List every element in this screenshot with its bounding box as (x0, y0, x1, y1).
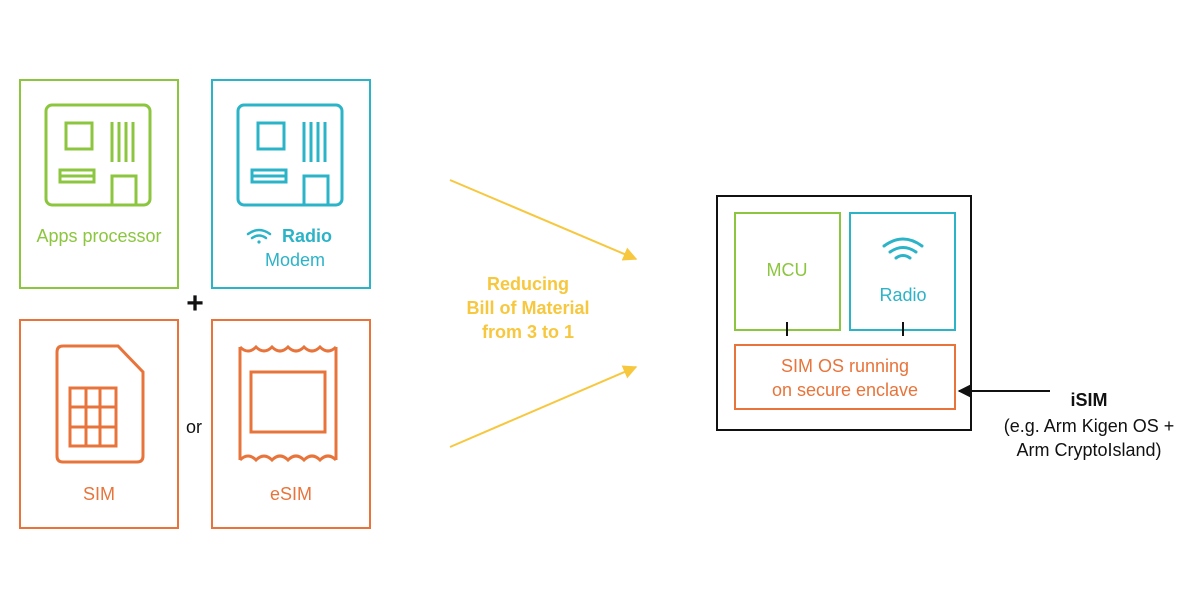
apps-processor-label: Apps processor (36, 226, 161, 246)
radio-modem-block: Radio Modem (211, 79, 371, 289)
middle-line-2: Bill of Material (466, 298, 589, 318)
wifi-icon (246, 228, 272, 244)
isim-line-2: Arm CryptoIsland) (1016, 440, 1161, 460)
sim-block: SIM (19, 319, 179, 529)
mcu-label: MCU (767, 260, 808, 280)
sim-os-line-2: on secure enclave (772, 380, 918, 400)
sim-os-box (734, 344, 956, 410)
sim-os-line-1: SIM OS running (781, 356, 909, 376)
esim-label: eSIM (270, 484, 312, 504)
middle-line-3: from 3 to 1 (482, 322, 574, 342)
esim-block: eSIM (211, 319, 371, 529)
esim-chip-icon (238, 344, 338, 463)
wifi-icon (882, 237, 924, 260)
radio-label: Radio (282, 226, 332, 246)
arrow-upper (449, 179, 638, 261)
radio-box (849, 212, 956, 331)
radio-inner-label: Radio (879, 285, 926, 305)
circuit-board-icon (236, 103, 344, 207)
modem-label: Modem (265, 250, 325, 270)
circuit-board-icon (44, 103, 152, 207)
or-label: or (186, 417, 202, 437)
sim-label: SIM (83, 484, 115, 504)
isim-chip-block: MCU Radio SIM OS running on secure encla… (716, 195, 972, 431)
apps-processor-block: Apps processor (19, 79, 179, 289)
middle-line-1: Reducing (487, 274, 569, 294)
reducing-bom-text: Reducing Bill of Material from 3 to 1 (466, 274, 589, 342)
isim-title: iSIM (1070, 390, 1107, 410)
plus-sign: + (186, 287, 204, 320)
arrow-lower (449, 365, 638, 448)
isim-line-1: (e.g. Arm Kigen OS + (1004, 416, 1175, 436)
sim-card-icon (55, 344, 145, 464)
